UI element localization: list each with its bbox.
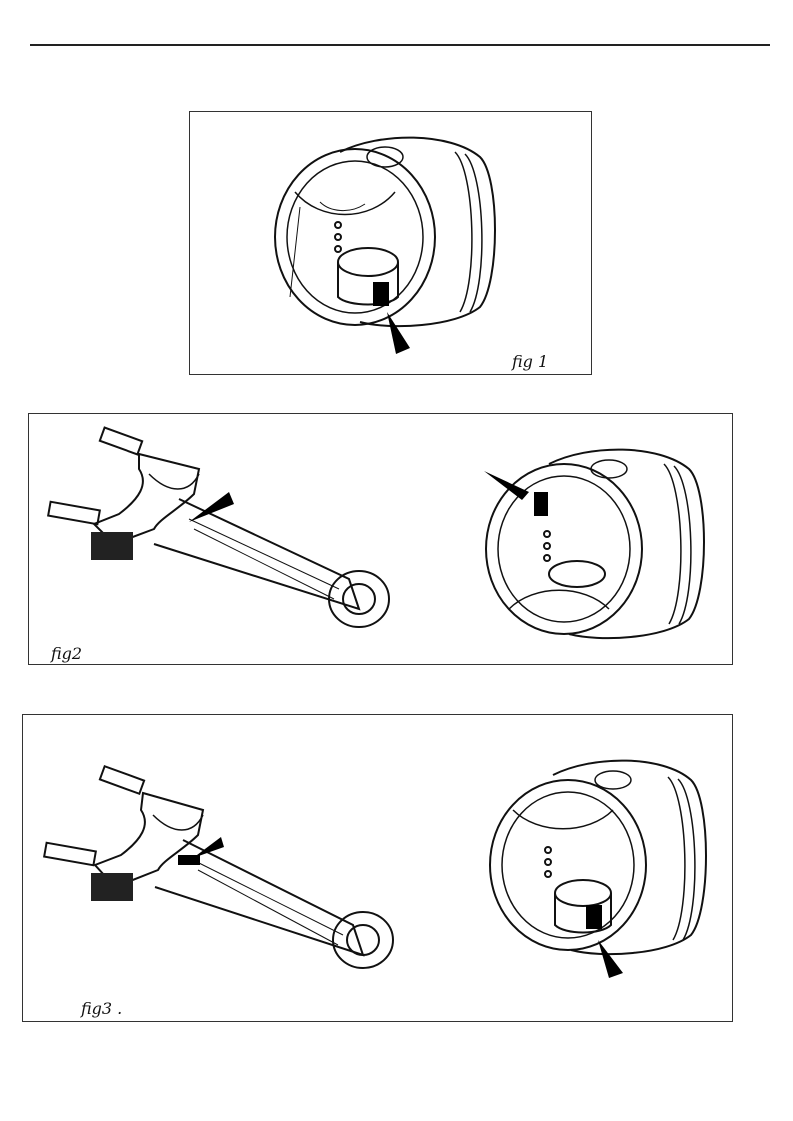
marked-face bbox=[534, 492, 548, 516]
page-header-rule bbox=[30, 44, 770, 46]
piston-arrow-marker-icon bbox=[484, 471, 529, 500]
rod-marked-face bbox=[178, 855, 200, 865]
marked-face bbox=[586, 905, 602, 929]
piston-arrow-marker-icon bbox=[598, 940, 623, 978]
figure-2-caption: fig2 bbox=[51, 644, 83, 663]
rod-arrow-marker-icon bbox=[193, 837, 224, 858]
marked-face bbox=[373, 282, 389, 306]
piston-illustration bbox=[274, 136, 496, 328]
piston-illustration bbox=[489, 759, 707, 956]
figure-3-drawing bbox=[43, 759, 707, 978]
figure-2-panel: fig2 bbox=[28, 413, 733, 665]
figure-1-caption: fig 1 bbox=[512, 352, 549, 371]
figure-3-caption: fig3 . bbox=[81, 999, 123, 1018]
arrow-marker-icon bbox=[387, 312, 410, 354]
connecting-rod-illustration bbox=[47, 426, 390, 628]
piston-illustration bbox=[485, 448, 705, 640]
rod-arrow-marker-icon bbox=[189, 492, 234, 522]
figure-1-drawing bbox=[274, 136, 496, 354]
connecting-rod-illustration bbox=[43, 764, 394, 969]
figure-3-panel: fig3 . bbox=[22, 714, 733, 1022]
figure-2-drawing bbox=[47, 426, 705, 640]
figure-1-panel: fig 1 bbox=[189, 111, 592, 375]
